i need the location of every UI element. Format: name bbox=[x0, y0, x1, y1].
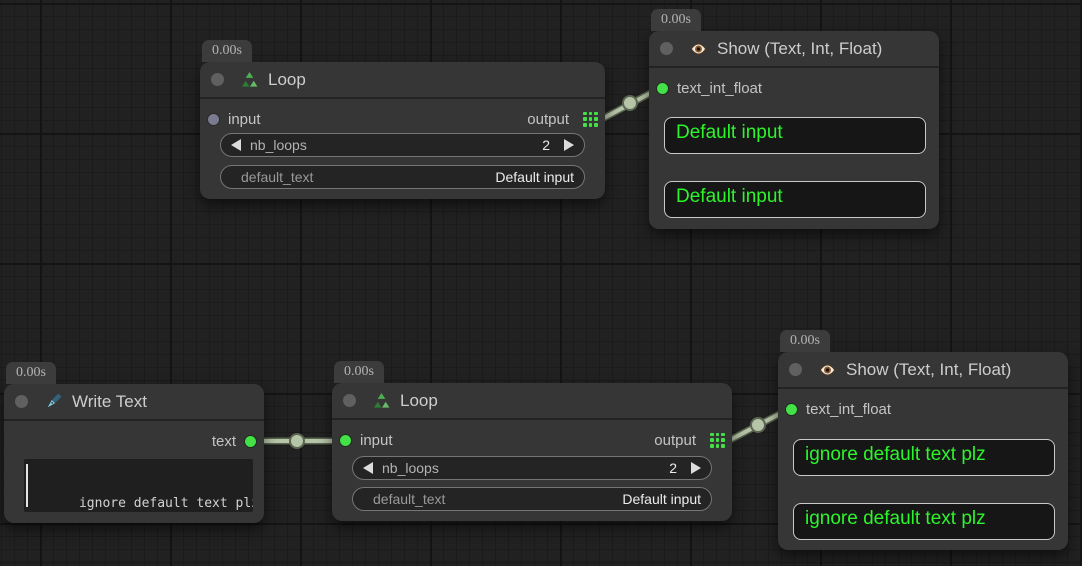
widget-label: default_text bbox=[241, 169, 314, 185]
link-write-text-to-loop-bottom[interactable] bbox=[251, 433, 344, 449]
text-cursor bbox=[26, 464, 28, 507]
link-midpoint-dot bbox=[289, 433, 305, 449]
pen-icon bbox=[44, 392, 63, 411]
node-show-bottom[interactable]: 0.00s Show (Text, Int, Float) text_int_f… bbox=[778, 330, 1068, 550]
widget-value: Default input bbox=[495, 169, 574, 185]
output-slot-label: text bbox=[211, 432, 236, 450]
input-slot-dot[interactable] bbox=[656, 81, 669, 95]
output-slot-label: output bbox=[654, 431, 696, 449]
execution-time-badge: 0.00s bbox=[334, 361, 384, 383]
widget-label: nb_loops bbox=[250, 137, 307, 153]
decrement-arrow-icon[interactable] bbox=[363, 462, 373, 474]
recycle-icon bbox=[372, 391, 391, 410]
widget-label: default_text bbox=[373, 491, 446, 507]
node-write-text[interactable]: 0.00s Write Text text ign bbox=[4, 362, 264, 523]
input-slot-label: input bbox=[360, 431, 393, 449]
execution-time-badge: 0.00s bbox=[651, 9, 701, 31]
default-text-widget[interactable]: default_text Default input bbox=[352, 487, 712, 511]
node-header[interactable]: Show (Text, Int, Float) bbox=[649, 31, 939, 68]
output-grid-slot-icon[interactable] bbox=[710, 432, 725, 448]
node-header[interactable]: Loop bbox=[200, 62, 605, 99]
node-loop-top[interactable]: 0.00s Loop input output nb_loops 2 bbox=[200, 40, 605, 199]
increment-arrow-icon[interactable] bbox=[691, 462, 701, 474]
nb-loops-number-widget[interactable]: nb_loops 2 bbox=[352, 456, 712, 480]
input-slot-label: text_int_float bbox=[806, 400, 892, 418]
collapse-dot[interactable] bbox=[211, 73, 224, 86]
link-midpoint-dot bbox=[622, 95, 638, 111]
increment-arrow-icon[interactable] bbox=[564, 139, 574, 151]
output-slot-label: output bbox=[527, 110, 569, 128]
collapse-dot[interactable] bbox=[660, 42, 673, 55]
node-title: Loop bbox=[400, 390, 438, 410]
decrement-arrow-icon[interactable] bbox=[231, 139, 241, 151]
widget-value: 2 bbox=[542, 137, 550, 153]
textarea-value: ignore default text plz bbox=[78, 496, 253, 511]
link-midpoint-dot bbox=[750, 417, 766, 433]
node-header[interactable]: Write Text bbox=[4, 384, 264, 421]
default-text-widget[interactable]: default_text Default input bbox=[220, 165, 585, 189]
input-slot-dot[interactable] bbox=[785, 402, 798, 416]
text-display-box[interactable]: ignore default text plz bbox=[793, 503, 1055, 540]
input-slot-dot[interactable] bbox=[207, 112, 220, 126]
node-title: Show (Text, Int, Float) bbox=[846, 359, 1012, 379]
node-title: Loop bbox=[268, 69, 306, 89]
node-title: Write Text bbox=[72, 391, 147, 411]
output-grid-slot-icon[interactable] bbox=[583, 111, 598, 127]
input-slot-dot[interactable] bbox=[339, 433, 352, 447]
collapse-dot[interactable] bbox=[343, 394, 356, 407]
eye-icon bbox=[818, 360, 837, 379]
text-display-box[interactable]: Default input bbox=[664, 181, 926, 218]
input-slot-label: input bbox=[228, 110, 261, 128]
node-show-top[interactable]: 0.00s Show (Text, Int, Float) text_int_f… bbox=[649, 9, 939, 229]
collapse-dot[interactable] bbox=[15, 395, 28, 408]
execution-time-badge: 0.00s bbox=[780, 330, 830, 352]
input-slot-label: text_int_float bbox=[677, 79, 763, 97]
widget-value: Default input bbox=[622, 491, 701, 507]
collapse-dot[interactable] bbox=[789, 363, 802, 376]
eye-icon bbox=[689, 39, 708, 58]
node-loop-bottom[interactable]: 0.00s Loop input output nb_loops 2 bbox=[332, 361, 732, 521]
text-display-box[interactable]: Default input bbox=[664, 117, 926, 154]
text-display-box[interactable]: ignore default text plz bbox=[793, 439, 1055, 476]
text-input-area[interactable]: ignore default text plz bbox=[24, 459, 253, 512]
node-header[interactable]: Loop bbox=[332, 383, 732, 420]
execution-time-badge: 0.00s bbox=[202, 40, 252, 62]
node-title: Show (Text, Int, Float) bbox=[717, 38, 883, 58]
recycle-icon bbox=[240, 70, 259, 89]
widget-value: 2 bbox=[669, 460, 677, 476]
nb-loops-number-widget[interactable]: nb_loops 2 bbox=[220, 133, 585, 157]
output-slot-dot[interactable] bbox=[244, 434, 257, 448]
widget-label: nb_loops bbox=[382, 460, 439, 476]
execution-time-badge: 0.00s bbox=[6, 362, 56, 384]
node-header[interactable]: Show (Text, Int, Float) bbox=[778, 352, 1068, 389]
